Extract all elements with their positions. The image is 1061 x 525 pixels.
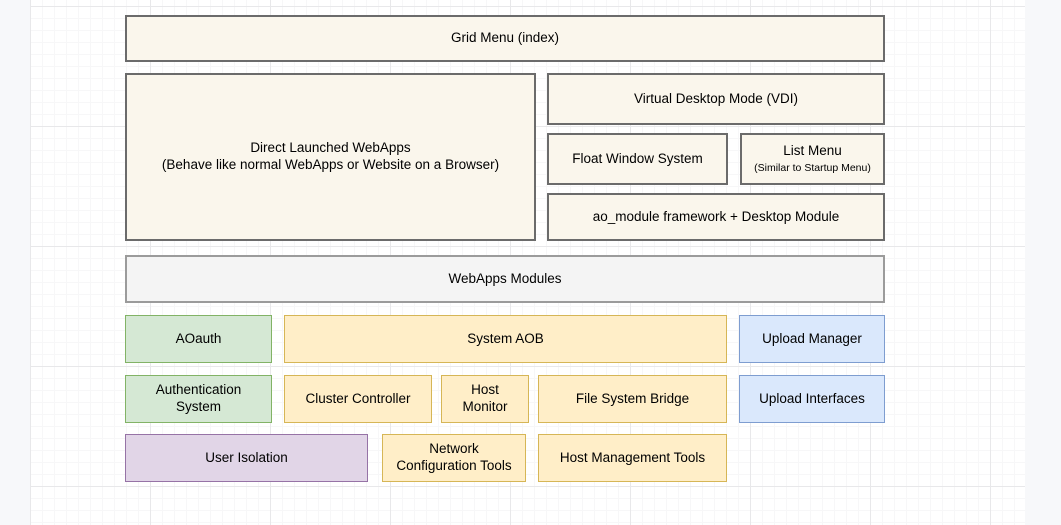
- node-direct-launched-webapps-line2: (Behave like normal WebApps or Website o…: [161, 157, 500, 172]
- node-host-management-tools[interactable]: Host Management Tools: [538, 434, 727, 482]
- node-host-monitor-line1: Host: [471, 382, 499, 398]
- node-aoauth[interactable]: AOauth: [125, 315, 272, 363]
- node-network-configuration-tools[interactable]: Network Configuration Tools: [382, 434, 526, 482]
- node-upload-manager-label: Upload Manager: [762, 330, 862, 346]
- node-direct-launched-webapps[interactable]: Direct Launched WebApps (Behave like nor…: [125, 73, 536, 241]
- node-authentication-system-line1: Authentication: [155, 382, 242, 398]
- node-upload-interfaces[interactable]: Upload Interfaces: [739, 375, 885, 423]
- node-file-system-bridge-label: File System Bridge: [575, 390, 690, 406]
- node-grid-menu[interactable]: Grid Menu (index): [125, 15, 885, 62]
- node-cluster-controller-label: Cluster Controller: [305, 390, 411, 406]
- node-list-menu[interactable]: List Menu (Similar to Startup Menu): [740, 133, 885, 185]
- node-float-window-system-label: Float Window System: [572, 150, 703, 166]
- node-list-menu-text: List Menu (Similar to Startup Menu): [754, 143, 871, 175]
- node-network-configuration-tools-text: Network Configuration Tools: [396, 441, 511, 475]
- node-direct-launched-webapps-line1: Direct Launched WebApps: [250, 140, 411, 156]
- node-authentication-system-line2: System: [175, 399, 221, 414]
- node-grid-menu-label: Grid Menu (index): [450, 30, 560, 46]
- node-upload-manager[interactable]: Upload Manager: [739, 315, 885, 363]
- node-user-isolation[interactable]: User Isolation: [125, 434, 368, 482]
- node-system-aob-label: System AOB: [467, 330, 544, 346]
- node-ao-module-framework[interactable]: ao_module framework + Desktop Module: [547, 193, 885, 241]
- diagram-canvas[interactable]: Grid Menu (index) Direct Launched WebApp…: [30, 0, 1025, 525]
- node-list-menu-label: List Menu: [783, 143, 842, 158]
- node-system-aob[interactable]: System AOB: [284, 315, 727, 363]
- node-authentication-system-text: Authentication System: [156, 382, 242, 416]
- node-aoauth-label: AOauth: [175, 330, 222, 346]
- node-webapps-modules[interactable]: WebApps Modules: [125, 255, 885, 303]
- node-network-configuration-tools-line2: Configuration Tools: [396, 458, 512, 473]
- node-file-system-bridge[interactable]: File System Bridge: [538, 375, 727, 423]
- node-ao-module-framework-label: ao_module framework + Desktop Module: [592, 208, 840, 224]
- node-virtual-desktop-mode-label: Virtual Desktop Mode (VDI): [633, 90, 799, 106]
- node-network-configuration-tools-line1: Network: [429, 441, 479, 457]
- node-host-monitor-text: Host Monitor: [462, 382, 507, 416]
- node-webapps-modules-label: WebApps Modules: [448, 270, 562, 286]
- node-authentication-system[interactable]: Authentication System: [125, 375, 272, 423]
- node-cluster-controller[interactable]: Cluster Controller: [284, 375, 432, 423]
- node-float-window-system[interactable]: Float Window System: [547, 133, 728, 185]
- node-upload-interfaces-label: Upload Interfaces: [759, 390, 865, 406]
- node-direct-launched-webapps-text: Direct Launched WebApps (Behave like nor…: [162, 140, 499, 174]
- node-host-monitor-line2: Monitor: [462, 399, 508, 414]
- node-virtual-desktop-mode[interactable]: Virtual Desktop Mode (VDI): [547, 73, 885, 125]
- node-user-isolation-label: User Isolation: [205, 449, 288, 465]
- node-list-menu-sublabel: (Similar to Startup Menu): [754, 161, 871, 174]
- node-host-management-tools-label: Host Management Tools: [559, 449, 706, 465]
- node-host-monitor[interactable]: Host Monitor: [441, 375, 529, 423]
